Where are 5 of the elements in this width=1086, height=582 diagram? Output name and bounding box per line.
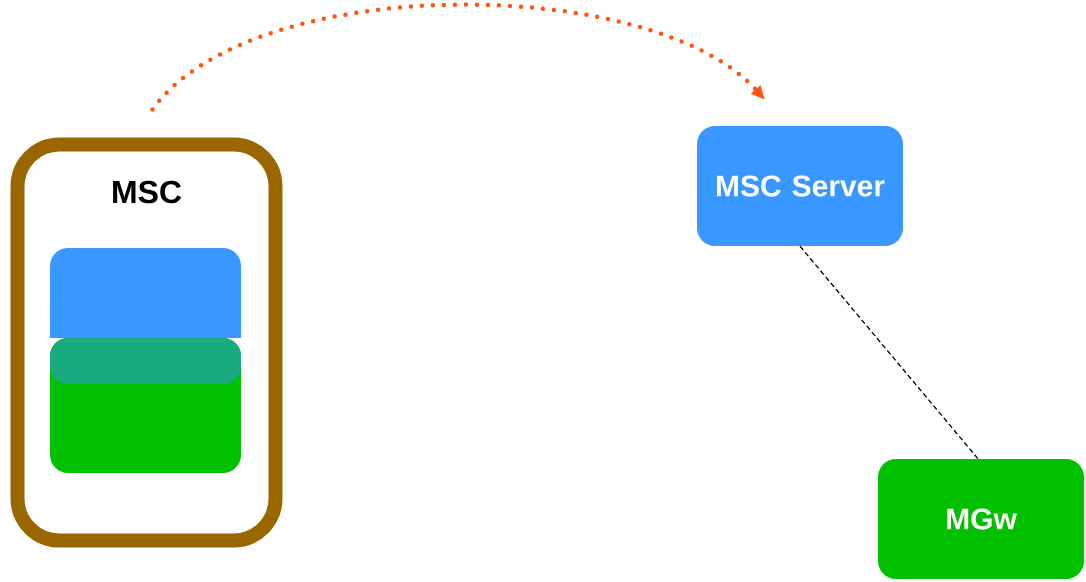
overlap-box [50,338,241,473]
connector-line [799,245,979,460]
block-box [50,248,241,338]
node-box: MSC Server [697,126,903,246]
node-box: MGw [878,459,1084,579]
